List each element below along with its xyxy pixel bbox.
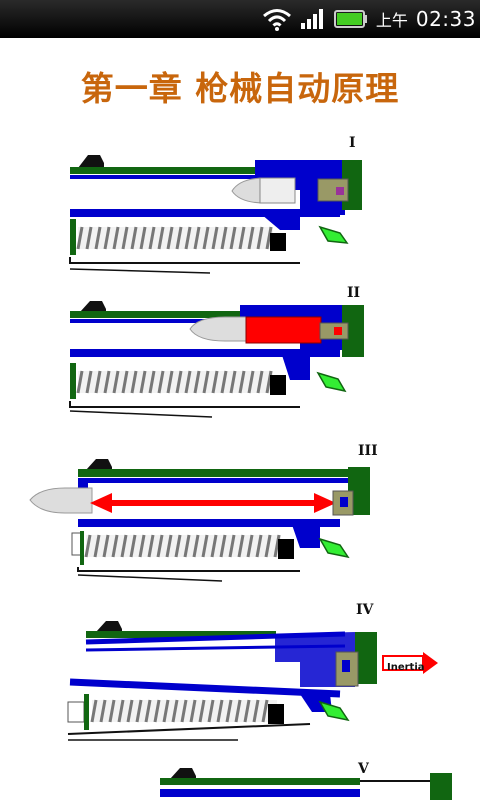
stage-2-illustration [69, 301, 364, 418]
stage-label-2: II [347, 285, 361, 301]
status-time: 02:33 [415, 7, 476, 31]
stage-5-illustration [160, 768, 452, 800]
stage-3-illustration [29, 459, 370, 582]
stage-4-illustration [67, 621, 438, 741]
stage-label-3: III [358, 443, 378, 459]
stage-label-4: IV [356, 602, 374, 618]
stage-1-illustration [69, 155, 362, 274]
gun-mechanism-diagram: I [0, 125, 480, 800]
signal-icon [300, 9, 323, 29]
status-ampm: 上午 [375, 11, 408, 30]
wifi-icon [262, 9, 291, 31]
status-bar: 上午 02:33 [0, 0, 480, 38]
battery-icon [333, 10, 367, 28]
stage-label-5: V [358, 761, 369, 777]
stage-label-1: I [349, 135, 356, 151]
page-title: 第一章 枪械自动原理 [80, 69, 400, 108]
inertia-label: Inertia [387, 662, 425, 673]
